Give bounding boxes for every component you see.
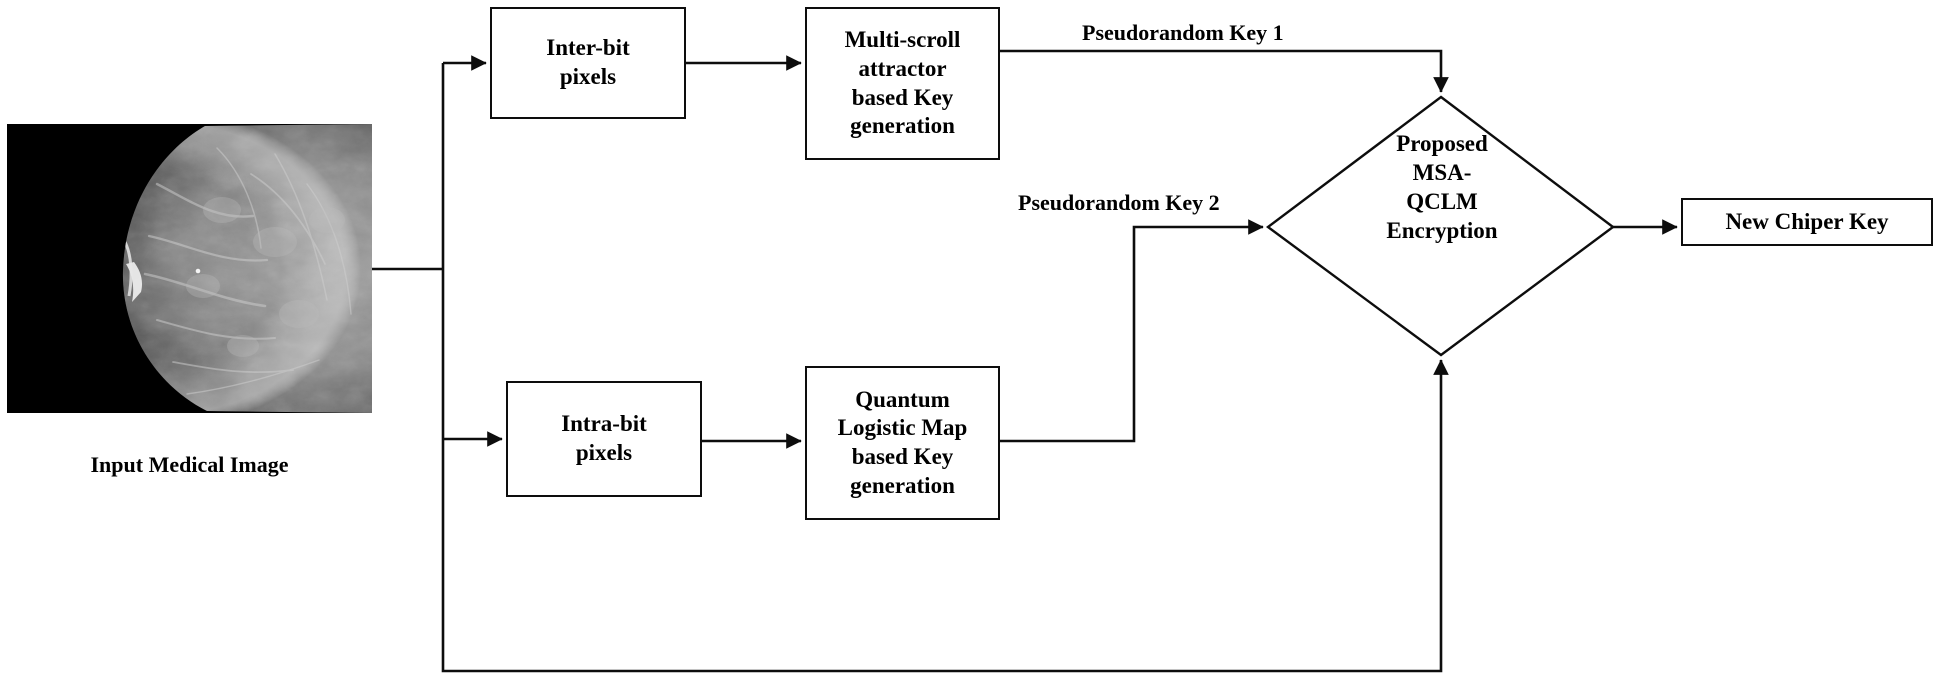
input-image-caption: Input Medical Image (90, 452, 289, 477)
node-quantum-logistic-map-key-generation-label: Quantum Logistic Map based Key generatio… (837, 386, 968, 498)
input-medical-image (7, 124, 372, 413)
node-intra-bit-pixels-label: Intra-bit pixels (561, 411, 647, 465)
node-inter-bit-pixels[interactable]: Inter-bit pixels (490, 7, 686, 119)
node-inter-bit-pixels-label: Inter-bit pixels (546, 35, 630, 89)
edge-label-pseudorandom-key-2: Pseudorandom Key 2 (1018, 190, 1220, 215)
edge-msa-to-diamond (1000, 49, 1449, 93)
node-multi-scroll-key-generation-label: Multi-scroll attractor based Key generat… (844, 27, 961, 139)
node-multi-scroll-key-generation[interactable]: Multi-scroll attractor based Key generat… (805, 7, 1000, 160)
node-proposed-msa-qclm-encryption-label[interactable]: Proposed MSA- QCLM Encryption (1386, 131, 1498, 243)
node-new-chiper-key[interactable]: New Chiper Key (1681, 198, 1933, 246)
edge-qlm-to-diamond (1000, 219, 1264, 443)
node-quantum-logistic-map-key-generation[interactable]: Quantum Logistic Map based Key generatio… (805, 366, 1000, 520)
node-new-chiper-key-label: New Chiper Key (1725, 208, 1889, 234)
node-intra-bit-pixels[interactable]: Intra-bit pixels (506, 381, 702, 497)
edge-label-pseudorandom-key-1: Pseudorandom Key 1 (1082, 20, 1284, 45)
